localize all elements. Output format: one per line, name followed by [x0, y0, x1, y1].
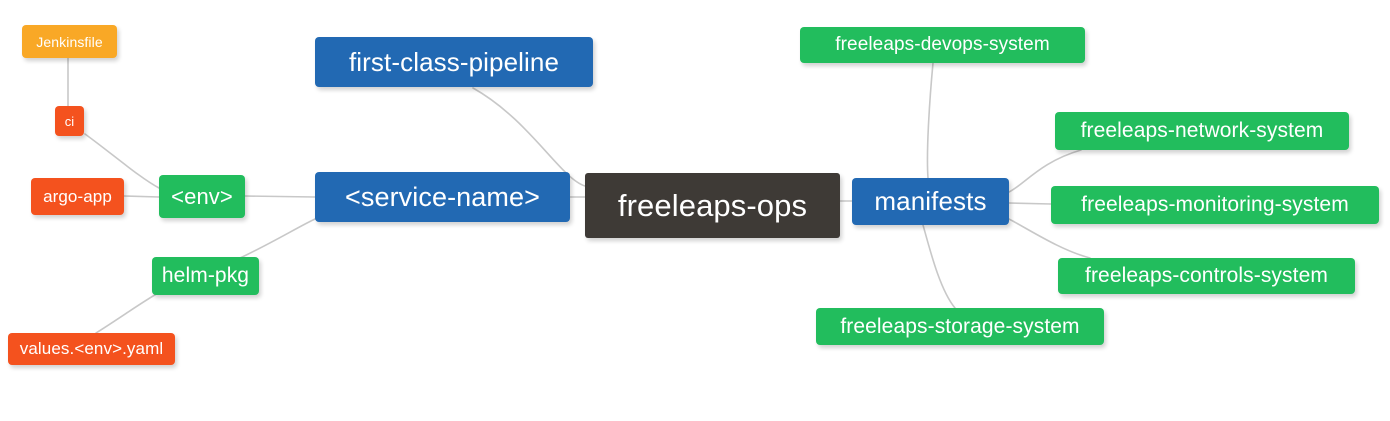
edge-manifests-monitoring-system — [1008, 202, 1052, 205]
node-manifests[interactable]: manifests — [852, 178, 1009, 225]
edge-env-argo-app — [123, 195, 160, 198]
node-values-env-yaml[interactable]: values.<env>.yaml — [8, 333, 175, 365]
node-label: argo-app — [43, 186, 112, 206]
node-root-freeleaps-ops[interactable]: freeleaps-ops — [585, 173, 840, 238]
node-env[interactable]: <env> — [159, 175, 245, 218]
node-helm-pkg[interactable]: helm-pkg — [152, 257, 259, 295]
node-jenkinsfile[interactable]: Jenkinsfile — [22, 25, 117, 58]
node-first-class-pipeline[interactable]: first-class-pipeline — [315, 37, 593, 87]
node-label: freeleaps-devops-system — [835, 34, 1050, 55]
edge-manifests-devops-system — [926, 62, 934, 179]
node-label: freeleaps-monitoring-system — [1081, 193, 1349, 216]
node-label: freeleaps-network-system — [1080, 119, 1324, 142]
edge-helm-pkg-values-yaml — [95, 291, 161, 334]
node-label: values.<env>.yaml — [19, 339, 164, 358]
node-label: first-class-pipeline — [348, 46, 560, 77]
node-label: <service-name> — [345, 181, 540, 212]
node-label: freeleaps-controls-system — [1085, 264, 1328, 287]
node-freeleaps-network-system[interactable]: freeleaps-network-system — [1055, 112, 1349, 150]
edge-service-name-helm-pkg — [239, 218, 316, 259]
node-freeleaps-devops-system[interactable]: freeleaps-devops-system — [800, 27, 1085, 63]
node-label: ci — [64, 113, 75, 129]
node-service-name[interactable]: <service-name> — [315, 172, 570, 222]
node-freeleaps-controls-system[interactable]: freeleaps-controls-system — [1058, 258, 1355, 294]
node-ci[interactable]: ci — [55, 106, 84, 136]
node-argo-app[interactable]: argo-app — [31, 178, 124, 215]
node-freeleaps-storage-system[interactable]: freeleaps-storage-system — [816, 308, 1104, 345]
node-freeleaps-monitoring-system[interactable]: freeleaps-monitoring-system — [1051, 186, 1379, 224]
edge-manifests-controls-system — [1008, 218, 1091, 259]
node-label: <env> — [171, 183, 233, 209]
edge-manifests-storage-system — [922, 224, 956, 309]
node-label: helm-pkg — [161, 264, 250, 287]
node-label: freeleaps-storage-system — [840, 314, 1080, 338]
node-label: Jenkinsfile — [36, 33, 103, 50]
edge-service-name-env — [244, 195, 316, 198]
node-label: freeleaps-ops — [617, 187, 808, 223]
node-label: manifests — [874, 186, 987, 216]
